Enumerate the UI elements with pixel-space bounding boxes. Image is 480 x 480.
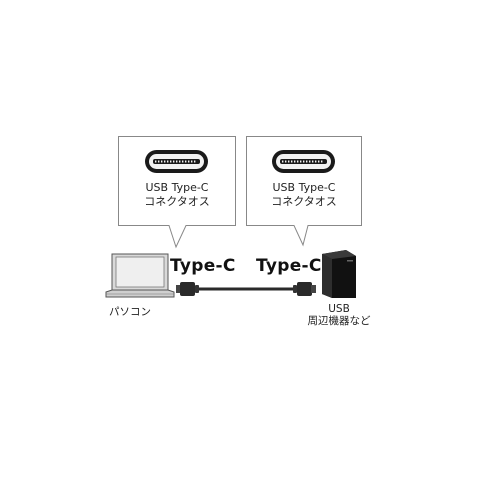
- cable-plug-left: [176, 282, 199, 296]
- connector-callout-right: USB Type-C コネクタオス: [246, 136, 362, 254]
- laptop-icon: [105, 253, 175, 298]
- device-label-line1: USB: [328, 303, 350, 315]
- connector-label-line1: USB Type-C: [145, 181, 209, 194]
- callout-bubble-shape: [246, 136, 362, 247]
- connector-label-line2: コネクタオス: [271, 195, 337, 208]
- usb-device-icon: [322, 250, 356, 298]
- pc-label: パソコン: [109, 306, 151, 318]
- connector-callout-left: USB Type-C コネクタオス: [118, 136, 236, 254]
- connector-label-line2: コネクタオス: [144, 195, 210, 208]
- usb-c-cable: [176, 282, 316, 296]
- connector-label-line1: USB Type-C: [272, 181, 336, 194]
- usb-c-port-icon: [272, 150, 335, 173]
- cable-right-label: Type-C: [256, 256, 322, 276]
- usb-c-port-icon: [145, 150, 208, 173]
- cable-plug-right: [293, 282, 316, 296]
- cable-left-label: Type-C: [170, 256, 236, 276]
- device-label-line2: 周辺機器など: [307, 315, 371, 327]
- callout-bubble-shape: [118, 136, 236, 249]
